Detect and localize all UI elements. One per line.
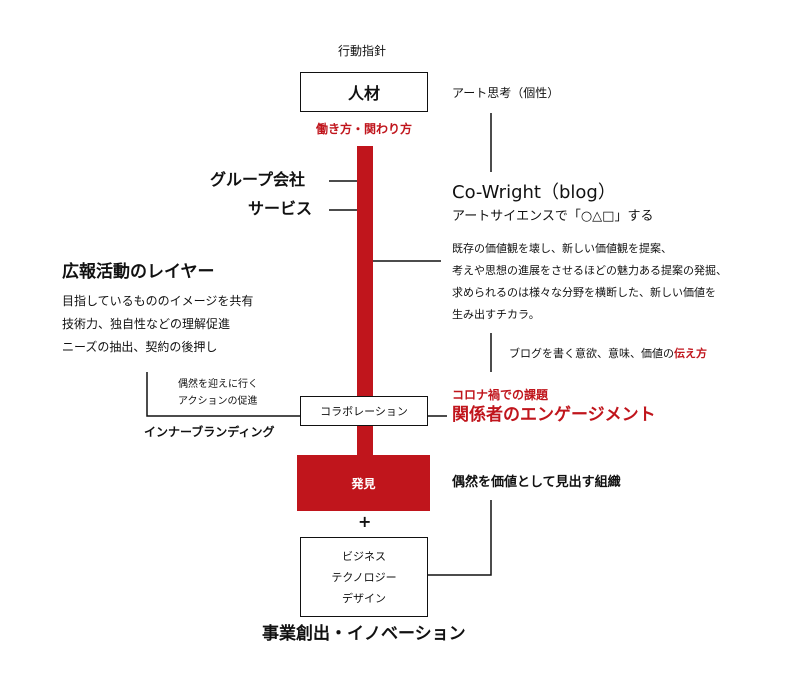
discipline-item: ビジネス <box>342 549 386 563</box>
action-guideline-label: 行動指針 <box>338 44 387 58</box>
pr-layer-item: ニーズの抽出、契約の後押し <box>62 340 218 354</box>
blog-motivation-prefix: ブログを書く意欲、意味、価値の <box>509 347 674 360</box>
corona-issue-label: コロナ禍での課題 <box>452 388 549 402</box>
co-wright-desc-line: 求められるのは様々な分野を横断した、新しい価値を <box>452 286 716 299</box>
co-wright-title: Co-Wright（blog） <box>452 182 616 203</box>
co-wright-subtitle: アートサイエンスで「○△□」する <box>452 209 654 224</box>
discovery-label: 発見 <box>351 476 376 491</box>
blog-motivation-label: ブログを書く意欲、意味、価値の伝え方 <box>509 347 707 360</box>
chance-action-line: アクションの促進 <box>178 396 258 407</box>
plus-sign: + <box>358 512 372 531</box>
human-resources-label: 人材 <box>347 84 380 103</box>
pr-layer-items: 目指しているもののイメージを共有 技術力、独自性などの理解促進 ニーズの抽出、契… <box>62 290 253 359</box>
chance-value-org-label: 偶然を価値として見出す組織 <box>452 475 621 490</box>
pr-layer-title: 広報活動のレイヤー <box>62 262 215 282</box>
business-innovation-label: 事業創出・イノベーション <box>262 624 466 644</box>
co-wright-desc-line: 考えや思想の進展をさせるほどの魅力ある提案の発掘、 <box>452 264 727 277</box>
collaboration-label: コラボレーション <box>320 405 408 418</box>
red-spine <box>357 146 373 396</box>
group-company-label: グループ会社 <box>210 170 306 189</box>
art-thinking-label: アート思考（個性） <box>452 86 560 100</box>
collaboration-box: コラボレーション <box>300 396 428 426</box>
work-style-label: 働き方・関わり方 <box>316 122 413 136</box>
chance-action-line: 偶然を迎えに行く <box>178 379 258 390</box>
human-resources-box: 人材 <box>300 72 428 112</box>
chance-action-label: 偶然を迎えに行く アクションの促進 <box>178 376 258 410</box>
co-wright-description: 既存の価値観を壊し、新しい価値観を提案、 考えや思想の進展をさせるほどの魅力ある… <box>452 238 727 326</box>
pr-layer-bracket <box>146 372 300 417</box>
chance-org-connector <box>428 500 492 576</box>
blog-motivation-highlight: 伝え方 <box>674 347 707 360</box>
discipline-item: テクノロジー <box>331 570 397 584</box>
co-wright-desc-line: 既存の価値観を壊し、新しい価値観を提案、 <box>452 242 672 255</box>
discovery-box: 発見 <box>297 455 430 511</box>
services-label: サービス <box>248 199 313 218</box>
red-spine-lower <box>357 425 373 455</box>
co-wright-desc-line: 生み出すチカラ。 <box>452 308 540 321</box>
disciplines-box: ビジネス テクノロジー デザイン <box>300 537 428 617</box>
pr-layer-item: 技術力、独自性などの理解促進 <box>62 317 231 331</box>
discipline-item: デザイン <box>342 591 386 605</box>
inner-branding-label: インナーブランディング <box>144 425 275 439</box>
pr-layer-item: 目指しているもののイメージを共有 <box>62 294 254 308</box>
stakeholder-engagement-label: 関係者のエンゲージメント <box>452 405 656 425</box>
